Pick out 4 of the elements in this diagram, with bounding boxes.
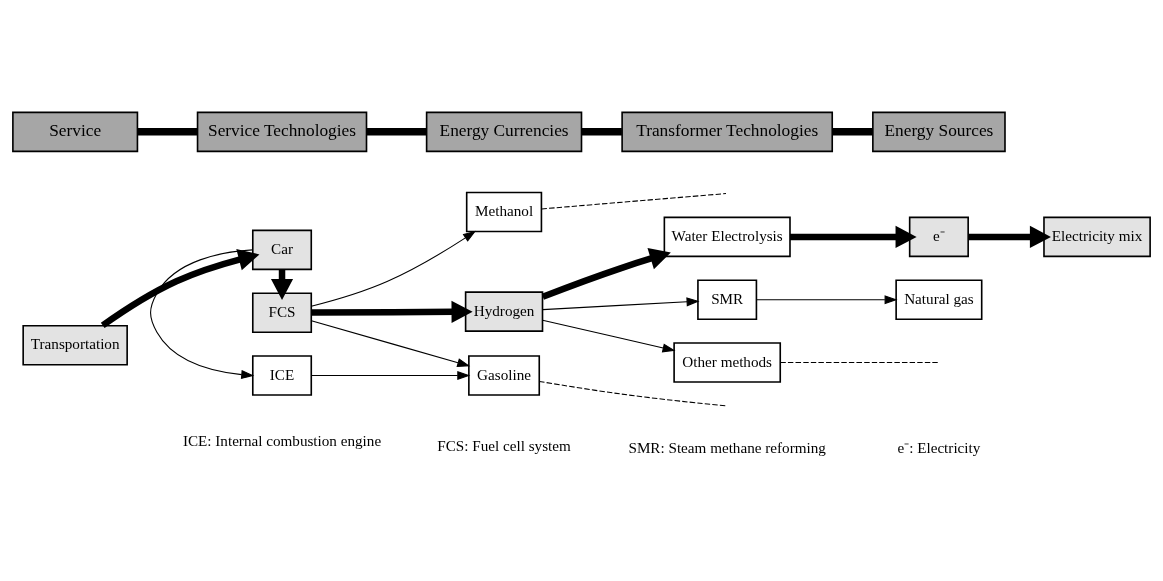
label: SMR: Steam methane reforming <box>628 439 826 457</box>
label: ICE: Internal combustion engine <box>182 431 382 449</box>
label: FCS: Fuel cell system <box>437 437 571 455</box>
label: e⁻: Electricity <box>897 439 981 457</box>
